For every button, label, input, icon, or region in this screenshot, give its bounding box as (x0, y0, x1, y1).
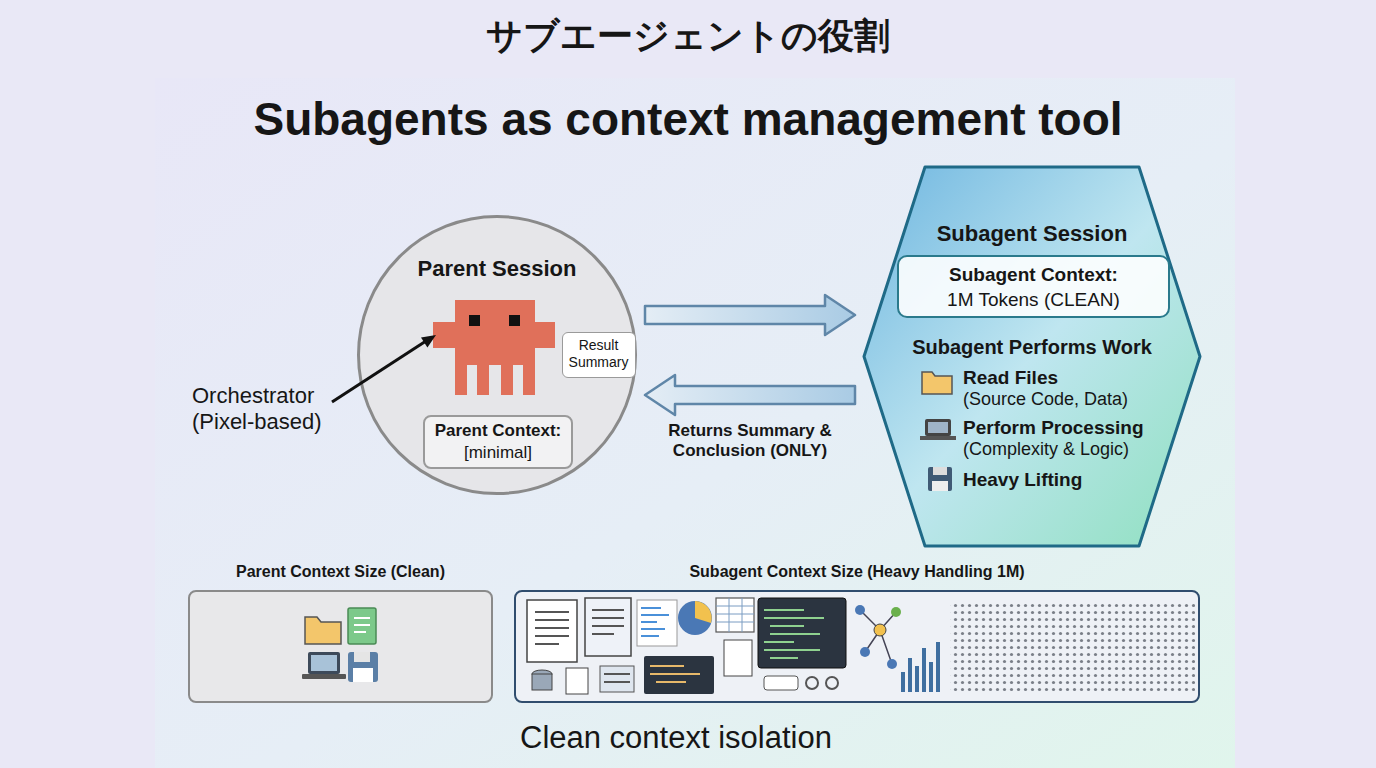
node-heading: Subagent Session (862, 221, 1202, 247)
code-lines (764, 610, 824, 658)
node-text: Perform Processing (963, 417, 1183, 440)
document-icon (527, 600, 577, 662)
icon-eye (509, 315, 520, 326)
node-heading: Result Summary (563, 337, 634, 371)
parent-size-icons (302, 608, 378, 682)
node-heading: Parent Session (360, 256, 634, 282)
folder-icon (305, 617, 341, 644)
node-text: (Complexity & Logic) (963, 439, 1183, 461)
database-icon (532, 670, 552, 678)
laptop-base (302, 674, 346, 679)
node-text: (Source Code, Data) (963, 389, 1183, 411)
leader-arrowhead (421, 335, 436, 348)
document-lines (535, 612, 569, 644)
gear-icon (806, 677, 818, 689)
floppy-shutter (933, 467, 947, 475)
node-text: Heavy Lifting (963, 469, 1183, 492)
node-heading: Subagent Context: (899, 264, 1168, 287)
icon-body (455, 300, 535, 365)
network-links (860, 610, 896, 664)
network-node (860, 647, 870, 657)
document-icon (585, 598, 631, 656)
document-lines (354, 618, 370, 632)
icon-arms (433, 322, 555, 348)
floppy-label (932, 481, 948, 491)
callout-label: Orchestrator (Pixel-based) (192, 383, 342, 436)
document-lines (592, 610, 624, 634)
laptop-base (920, 436, 956, 440)
context-box: Subagent Context:1M Tokens (CLEAN) (897, 255, 1170, 318)
icon-eye (469, 315, 480, 326)
code-editor (758, 598, 846, 668)
pie-slice (695, 601, 712, 623)
database-body (532, 674, 552, 690)
floppy-icon (928, 467, 952, 491)
node-text: 1M Tokens (CLEAN) (899, 289, 1168, 312)
server-icon (600, 666, 634, 692)
panel-background (155, 78, 1235, 768)
node-text: Subagent Performs Work (862, 335, 1202, 359)
icon-leg (477, 365, 489, 395)
leader-line (332, 341, 426, 402)
table-grid (716, 598, 754, 632)
network-node (855, 605, 865, 615)
floppy-label (353, 668, 373, 682)
icon-leg (523, 365, 535, 395)
icon-leg (501, 365, 513, 395)
laptop-icon (925, 419, 951, 436)
node-heading: Parent Context: (425, 421, 571, 441)
chip-icon (764, 676, 798, 690)
document-icon (348, 608, 376, 644)
bar-chart (903, 642, 938, 692)
code-lines (650, 666, 700, 682)
laptop-icon (308, 652, 340, 674)
page-title: サブエージェントの役割 (0, 14, 1376, 57)
floppy-icon (348, 652, 378, 682)
data-dots (950, 600, 1195, 695)
edge-label: Returns Summary & Conclusion (ONLY) (645, 421, 855, 462)
gear-icon (826, 677, 838, 689)
summary-box: Result Summary (562, 332, 636, 378)
folder-icon (922, 372, 952, 394)
table-icon (716, 598, 754, 632)
node-heading: Subagent Context Size (Heavy Handling 1M… (516, 562, 1198, 581)
code-lines (641, 608, 669, 636)
network-node (887, 659, 897, 669)
floppy-shutter (354, 652, 370, 662)
document-icon (566, 668, 588, 694)
context-box: Parent Context:[minimal] (423, 415, 573, 469)
flow-arrow (645, 375, 855, 415)
code-editor (644, 656, 714, 694)
server-lines (604, 674, 630, 682)
laptop-screen (311, 655, 337, 671)
orchestrator-icon (433, 300, 555, 395)
hexagon-icons (920, 372, 956, 491)
code-panel (637, 600, 677, 646)
network-node (891, 607, 901, 617)
node-text: Read Files (963, 367, 1183, 390)
session-hexagon: Subagent SessionSubagent Performs WorkRe… (862, 165, 1202, 548)
context-size-box: Subagent Context Size (Heavy Handling 1M… (514, 590, 1200, 703)
node-heading: Parent Context Size (Clean) (190, 562, 491, 581)
node-text: [minimal] (425, 443, 571, 463)
document-icon (724, 640, 752, 676)
diagram-heading: Subagents as context management tool (188, 92, 1188, 147)
laptop-screen (928, 422, 948, 433)
caption: Clean context isolation (520, 719, 1120, 756)
context-size-box: Parent Context Size (Clean) (188, 590, 493, 703)
network-node (874, 624, 886, 636)
flow-arrow (645, 295, 855, 335)
pie-chart (678, 601, 712, 635)
icon-leg (455, 365, 467, 395)
session-circle: Parent SessionResult SummaryParent Conte… (357, 215, 637, 495)
subagent-size-icons (527, 598, 1195, 695)
